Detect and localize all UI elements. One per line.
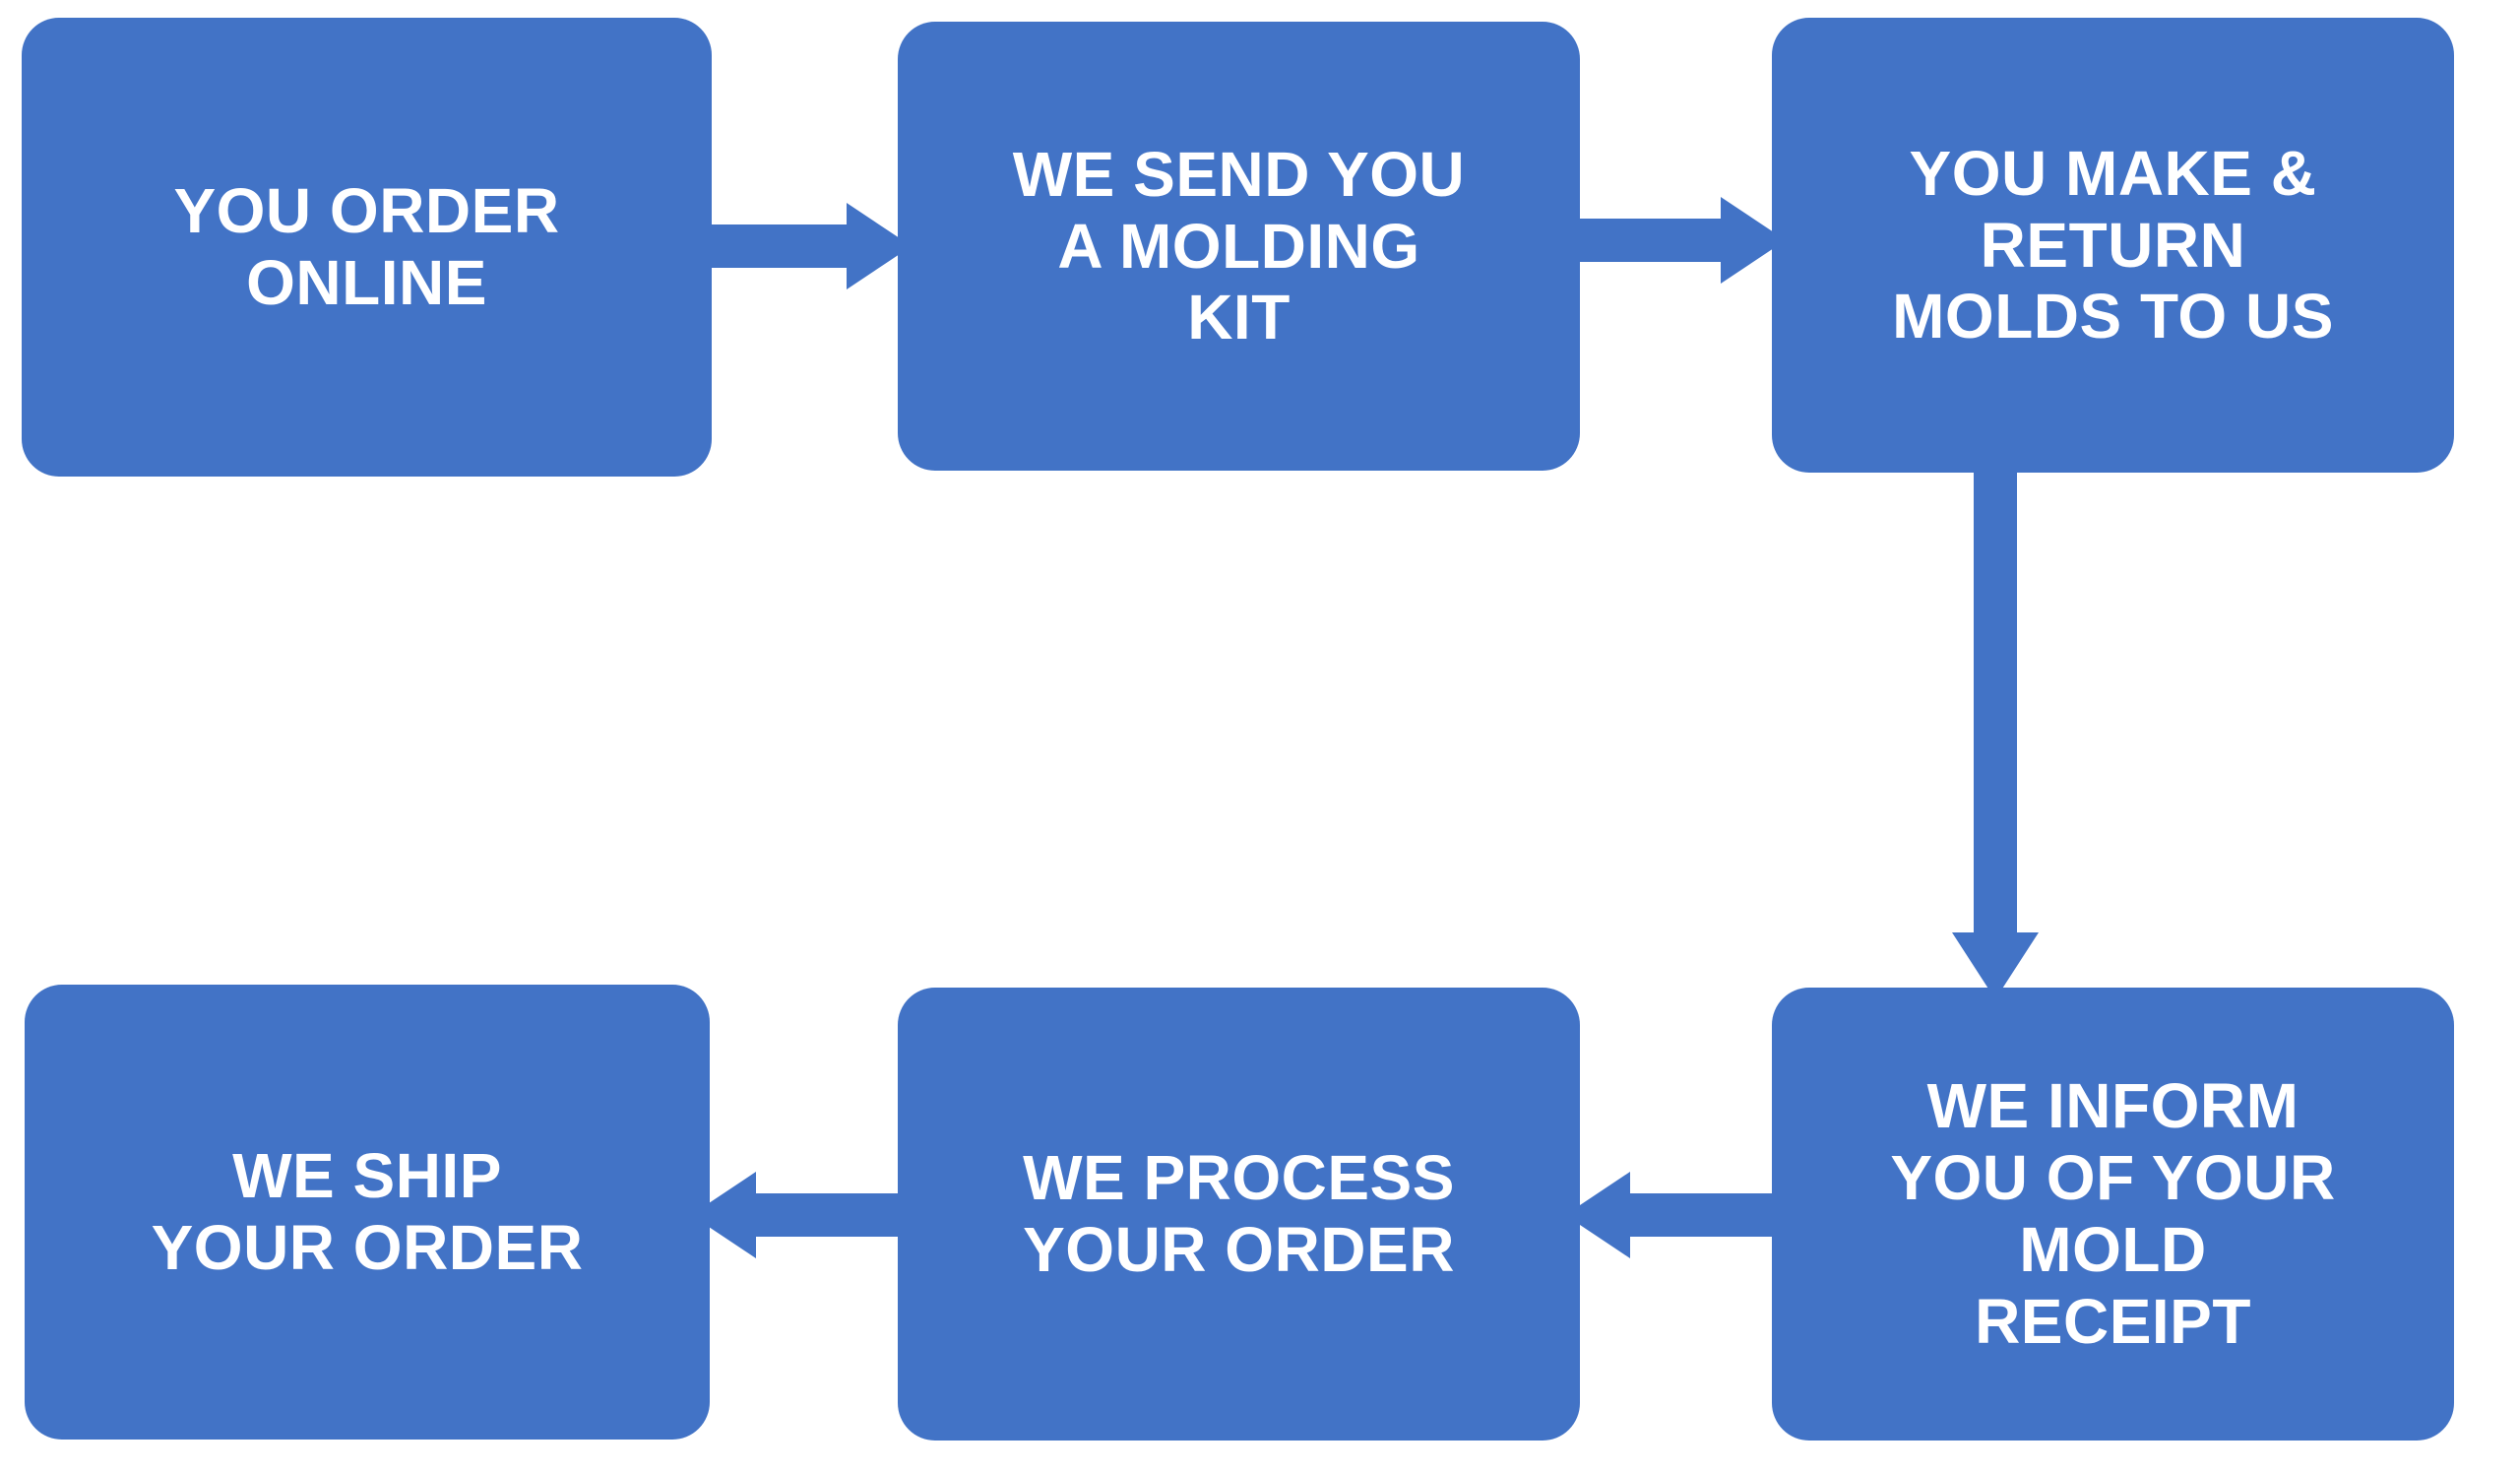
arrow-left-shape: [691, 1172, 914, 1258]
arrow-molds-to-inform: [1952, 448, 2039, 999]
arrow-process-to-ship: [691, 1172, 914, 1258]
flowchart-node-process-order[interactable]: WE PROCESS YOUR ORDER: [898, 988, 1580, 1441]
node-label: WE SEND YOU A MOLDING KIT: [1012, 138, 1466, 353]
arrow-kit-to-molds: [1563, 197, 1786, 284]
flowchart-node-order-online[interactable]: YOU ORDER ONLINE: [22, 18, 712, 477]
node-label: YOU MAKE & RETURN MOLDS TO US: [1892, 137, 2334, 352]
arrow-order-to-kit: [689, 203, 912, 289]
node-label: YOU ORDER ONLINE: [173, 175, 560, 318]
arrow-right-shape: [1563, 197, 1786, 284]
flowchart-node-inform-mold[interactable]: WE INFORM YOU OF YOUR MOLD RECEIPT: [1772, 988, 2454, 1441]
node-label: WE INFORM YOU OF YOUR MOLD RECEIPT: [1890, 1070, 2336, 1357]
arrow-right-shape: [689, 203, 912, 289]
arrow-down-shape: [1952, 448, 2039, 999]
node-label: WE SHIP YOUR ORDER: [151, 1140, 584, 1283]
node-label: WE PROCESS YOUR ORDER: [1023, 1142, 1455, 1285]
flowchart-node-send-kit[interactable]: WE SEND YOU A MOLDING KIT: [898, 22, 1580, 471]
arrow-inform-to-process: [1565, 1172, 1788, 1258]
flowchart-node-make-return-molds[interactable]: YOU MAKE & RETURN MOLDS TO US: [1772, 18, 2454, 473]
flowchart-node-ship-order[interactable]: WE SHIP YOUR ORDER: [25, 985, 710, 1440]
arrow-left-shape: [1565, 1172, 1788, 1258]
